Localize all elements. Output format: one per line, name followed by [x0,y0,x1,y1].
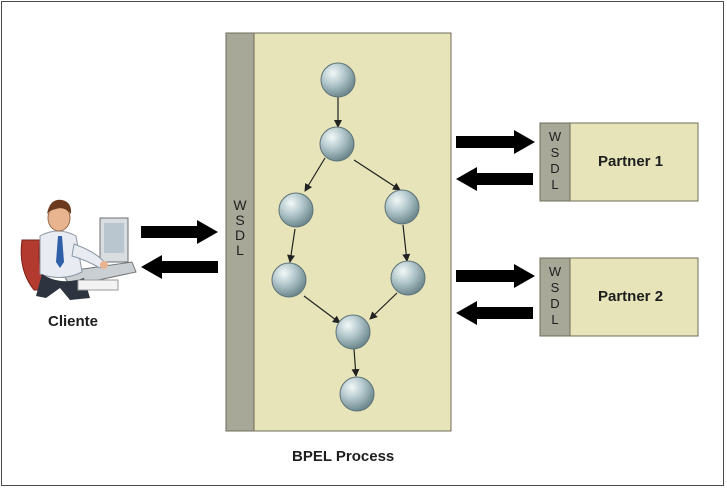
flow-edges [287,97,411,377]
client-person-icon [20,199,137,300]
partner-2-label: Partner 2 [598,288,664,305]
wsdl-letter: S [235,212,245,228]
client-label: Cliente [48,313,99,330]
edge-n2-n4 [353,159,401,191]
process-label: BPEL Process [292,448,395,465]
partner-1-response-arrow [456,167,533,191]
edge-n4-n6 [402,224,411,262]
flow-node [384,189,420,225]
partner-2-wsdl-bar [539,257,571,337]
edge-n7-n8 [351,348,360,377]
partner-1-request-arrow [456,130,535,154]
partner-1-label: Partner 1 [598,153,664,170]
client-response-arrow [141,255,218,279]
wsdl-letter: D [234,227,246,243]
edge-n6-n7 [369,292,398,320]
flow-node [390,260,426,296]
wsdl-letter: S [550,280,560,295]
flow-node [271,262,307,298]
flow-node [339,376,375,412]
wsdl-letter: D [550,161,560,176]
partner-2-wsdl-label: W S D L [544,264,566,328]
wsdl-letter: L [236,242,244,258]
client-request-arrow [141,220,218,244]
partner-1-wsdl-label: W S D L [544,129,566,193]
flow-node [278,192,314,228]
flow-node [335,314,371,350]
wsdl-letter: W [548,264,562,279]
wsdl-letter: L [551,312,559,327]
edge-n3-n5 [287,228,296,263]
wsdl-letter: L [551,177,559,192]
partner-1-wsdl-bar [539,122,571,202]
edge-n5-n7 [303,295,341,324]
edge-n2-n3 [304,157,326,192]
flow-node [320,62,356,98]
wsdl-letter: W [548,129,562,144]
flow-node [319,126,355,162]
exchange-arrows [141,130,535,325]
partner-2-request-arrow [456,264,535,288]
wsdl-letter: D [550,296,560,311]
process-wsdl-bar [225,32,255,432]
wsdl-letter: S [550,145,560,160]
process-wsdl-label: W S D L [230,198,250,258]
wsdl-letter: W [233,197,247,213]
flow-nodes [271,62,426,412]
partner-2-response-arrow [456,301,533,325]
